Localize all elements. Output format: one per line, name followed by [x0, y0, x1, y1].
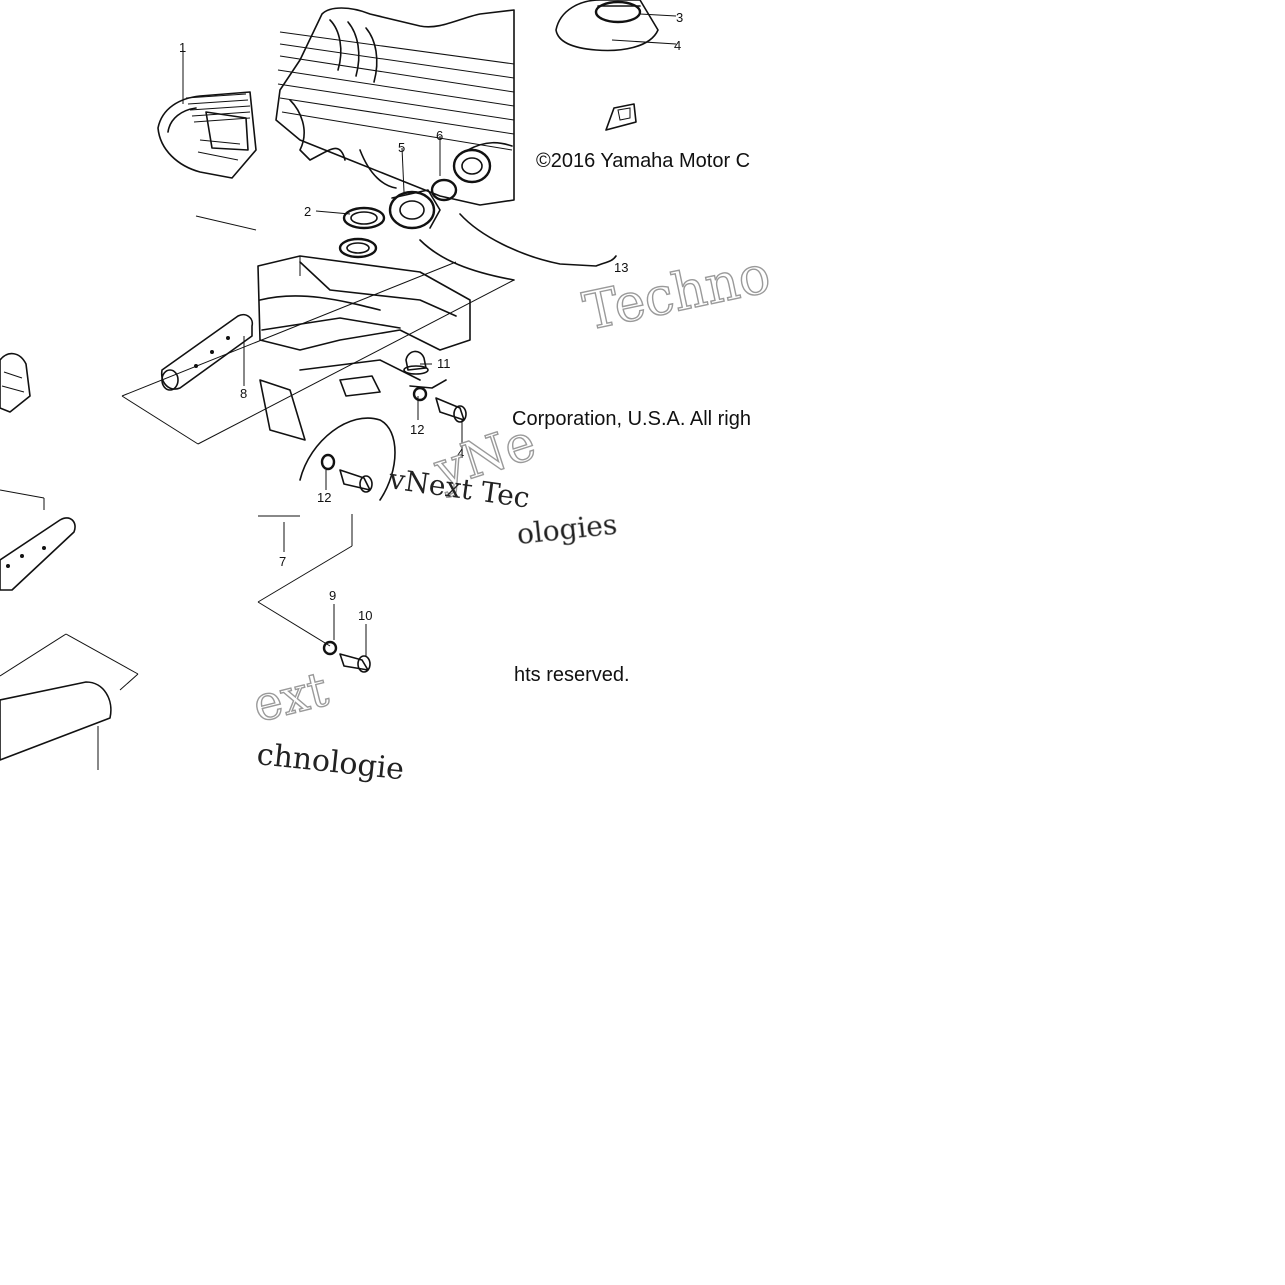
engine-case-part	[275, 7, 515, 206]
callout-5: 5	[398, 140, 405, 155]
callout-6: 6	[436, 128, 443, 143]
bearing-part	[388, 141, 513, 230]
copyright-line-1: ©2016 Yamaha Motor C	[536, 150, 751, 172]
hub-outline-part	[419, 213, 617, 281]
watermark-text-4: ologies	[515, 508, 618, 551]
callout-12a: 12	[410, 422, 424, 437]
callout-4b: 4	[457, 446, 464, 461]
copyright-line-2: Corporation, U.S.A. All righ	[512, 408, 751, 430]
callout-9: 9	[329, 588, 336, 603]
callout-12b: 12	[317, 490, 331, 505]
footrest-pad-part	[157, 50, 257, 179]
callout-8: 8	[240, 386, 247, 401]
small-bracket-part	[605, 103, 637, 131]
callout-11: 11	[437, 356, 451, 371]
lower-bar-part	[0, 633, 139, 770]
axle-guide-lines	[121, 215, 515, 445]
watermark-text-6: chnologie	[255, 737, 406, 787]
watermark: Techno yNe vNext Tec ologies ext chnolog…	[247, 244, 776, 787]
bolt-parts	[320, 350, 467, 493]
callout-13: 13	[614, 260, 628, 275]
cap-part	[555, 0, 677, 52]
callout-7: 7	[279, 554, 286, 569]
watermark-text-5: ext	[247, 661, 333, 733]
copyright-line-3: hts reserved.	[514, 664, 630, 686]
callout-10: 10	[358, 608, 372, 623]
callout-3: 3	[676, 10, 683, 25]
callout-1: 1	[179, 40, 186, 55]
lower-shaft-part	[0, 489, 76, 591]
callout-4: 4	[674, 38, 681, 53]
callout-labels: 1 2 3 4 5 6 7 8 9 10 11 12 12 13 4	[179, 10, 683, 623]
lower-bolt-group	[257, 514, 371, 673]
leader-lines	[315, 136, 463, 490]
callout-2: 2	[304, 204, 311, 219]
axle-shaft-part	[160, 313, 254, 391]
seal-ring-part	[338, 206, 386, 259]
watermark-text-1: Techno	[578, 245, 775, 343]
left-footrest-part	[0, 352, 31, 413]
